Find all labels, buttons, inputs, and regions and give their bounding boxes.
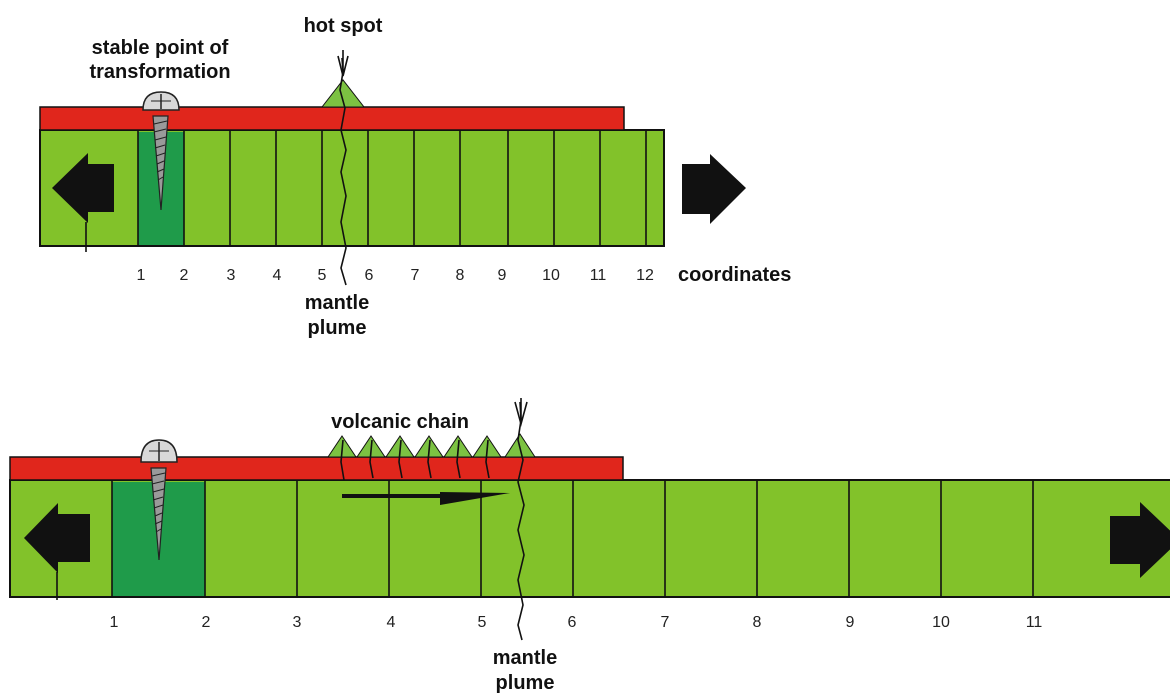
arrow-right-icon [1110, 502, 1170, 578]
stable-point-label-line2: transformation [89, 61, 230, 83]
top-tick-label: 1 [137, 267, 146, 284]
stable-point-label-line1: stable point of [92, 37, 229, 59]
bottom-plume-label: plume [496, 672, 555, 694]
bottom-grid-lines [111, 480, 1034, 597]
top-tick-label: 6 [365, 267, 374, 284]
top-tick-label: 7 [411, 267, 420, 284]
top-tick-label: 3 [227, 267, 236, 284]
bottom-tick-label: 7 [661, 614, 670, 631]
top-tick-labels: 1 2 3 4 5 6 7 8 9 10 11 12 [137, 267, 654, 284]
bottom-panel: volcanic chain mantle plume 1 2 3 4 5 6 … [9, 398, 1170, 694]
plate-motion-arrow [342, 492, 510, 505]
bottom-tick-label: 8 [753, 614, 762, 631]
bottom-tick-label: 3 [293, 614, 302, 631]
bottom-tick-label: 1 [110, 614, 119, 631]
bottom-tick-label: 9 [846, 614, 855, 631]
top-tick-label: 12 [636, 267, 654, 284]
screw-icon [142, 91, 180, 211]
coordinates-label: coordinates [678, 264, 791, 286]
volcanic-chain-label: volcanic chain [331, 411, 469, 433]
bottom-plume-line [517, 401, 525, 641]
top-plume-label: plume [308, 317, 367, 339]
top-tick-label: 4 [273, 267, 282, 284]
volcanic-chain [327, 433, 536, 458]
bottom-mantle-label: mantle [493, 647, 557, 669]
bottom-tick-label: 2 [202, 614, 211, 631]
bottom-tick-label: 6 [568, 614, 577, 631]
arrow-left-icon [52, 153, 114, 223]
bottom-tick-label: 10 [932, 614, 950, 631]
bottom-lithosphere-plate [9, 456, 624, 481]
top-tick-label: 8 [456, 267, 465, 284]
hot-spot-label: hot spot [304, 15, 383, 37]
top-tick-label: 9 [498, 267, 507, 284]
top-lithosphere-plate [39, 106, 625, 131]
top-tick-label: 5 [318, 267, 327, 284]
top-tick-label: 2 [180, 267, 189, 284]
top-mantle-label: mantle [305, 292, 369, 314]
top-plume-line [339, 57, 347, 286]
volcano-feeder-lines [340, 439, 490, 481]
top-panel: stable point of transformation hot spot … [39, 15, 791, 339]
bottom-hot-spot-pointer [514, 398, 528, 428]
screw-icon [140, 439, 178, 561]
bottom-tick-label: 4 [387, 614, 396, 631]
top-tick-label: 11 [590, 267, 607, 284]
bottom-tick-label: 11 [1026, 614, 1043, 631]
top-tick-label: 10 [542, 267, 560, 284]
top-hot-spot-pointer [337, 50, 349, 77]
bottom-tick-label: 5 [478, 614, 487, 631]
arrow-right-icon [682, 154, 746, 224]
top-mantle-strip [39, 129, 665, 247]
bottom-tick-labels: 1 2 3 4 5 6 7 8 9 10 11 [110, 614, 1043, 631]
top-grid-lines [137, 130, 647, 246]
arrow-left-icon [24, 503, 90, 573]
top-hot-spot-volcano [320, 79, 366, 108]
